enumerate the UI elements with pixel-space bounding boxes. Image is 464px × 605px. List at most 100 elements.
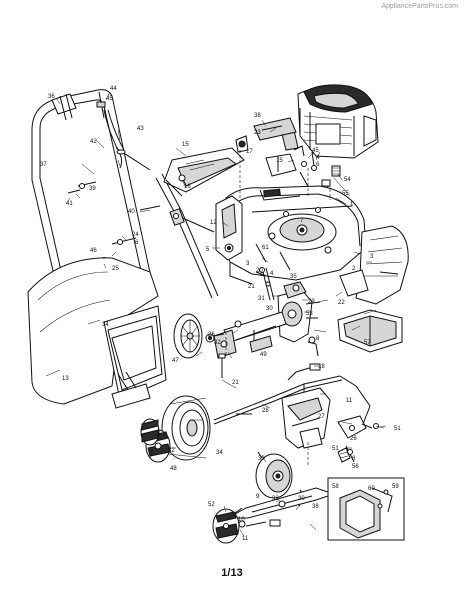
callout-61: 61 bbox=[262, 245, 269, 251]
callout-59: 60 bbox=[368, 486, 375, 492]
handle-control-cable bbox=[103, 109, 151, 171]
lower-wheel bbox=[212, 508, 240, 544]
callout-25: 25 bbox=[112, 266, 119, 272]
callout-16: 15 bbox=[182, 142, 189, 148]
callout-16-b: 15 bbox=[276, 158, 283, 164]
callout-15: 13 bbox=[62, 376, 69, 382]
callout-24: 24 bbox=[132, 232, 139, 238]
callout-34: 34 bbox=[216, 450, 223, 456]
side-discharge-chute bbox=[339, 225, 409, 305]
leader-lines bbox=[45, 91, 385, 537]
callout-26-b: 26 bbox=[350, 436, 357, 442]
blade-drive-pulley bbox=[255, 451, 293, 499]
callout-50-b: 51 bbox=[332, 446, 339, 452]
callout-10: 10 bbox=[238, 517, 245, 523]
callout-32-b: 32 bbox=[214, 340, 221, 346]
callout-4: 4 bbox=[316, 155, 320, 161]
callout-5: 5 bbox=[206, 247, 210, 253]
small-wheel-left bbox=[140, 418, 160, 446]
throttle-bracket bbox=[265, 145, 311, 191]
callout-3-b: 3 bbox=[370, 254, 374, 260]
wheel-spacers bbox=[205, 320, 242, 343]
transmission bbox=[277, 281, 321, 357]
callout-20: 20 bbox=[256, 268, 263, 274]
drive-shift-lever bbox=[255, 267, 275, 301]
callout-32-c: 32 bbox=[272, 496, 279, 502]
cutting-blade bbox=[226, 487, 336, 519]
callout-49: 49 bbox=[260, 352, 267, 358]
callout-21: 21 bbox=[232, 380, 239, 386]
callout-47: 47 bbox=[172, 358, 179, 364]
callout-35: 35 bbox=[290, 274, 297, 280]
callout-54: 55 bbox=[342, 191, 349, 197]
callout-58: 59 bbox=[392, 484, 399, 490]
callout-45: 45 bbox=[106, 96, 113, 102]
callout-8-b: 8 bbox=[352, 456, 356, 462]
rear-axle-bracket bbox=[213, 311, 287, 378]
deck-side-bracket bbox=[337, 415, 387, 463]
callout-38-b: 38 bbox=[312, 504, 319, 510]
callout-23: 23 bbox=[254, 130, 261, 136]
callout-22: 22 bbox=[338, 300, 345, 306]
callout-44: 44 bbox=[110, 86, 117, 92]
rear-wheel-upper bbox=[173, 313, 203, 359]
upper-handle bbox=[31, 89, 153, 285]
callout-21-b: 21 bbox=[248, 284, 255, 290]
callout-39: 39 bbox=[89, 186, 96, 192]
callout-55: 56 bbox=[352, 464, 359, 470]
callout-51: 52 bbox=[208, 502, 215, 508]
mower-deck bbox=[219, 185, 367, 285]
callout-28: 28 bbox=[262, 408, 269, 414]
callout-50: 51 bbox=[394, 426, 401, 432]
page-indicator: 1/13 bbox=[221, 567, 243, 579]
callout-36: 36 bbox=[48, 94, 55, 100]
callout-45-b: 45 bbox=[312, 148, 319, 154]
callout-7: 7 bbox=[300, 218, 304, 224]
callout-8: 8 bbox=[316, 336, 320, 342]
callout-37: 37 bbox=[40, 162, 47, 168]
callout-34-b: 34 bbox=[102, 322, 109, 328]
baffle-bracket bbox=[281, 387, 331, 449]
deck-rear-plate bbox=[215, 195, 243, 261]
front-wheel-large bbox=[161, 395, 211, 461]
discharge-chute-cover bbox=[163, 147, 245, 197]
callout-9: 9 bbox=[256, 494, 260, 500]
callout-33: 33 bbox=[258, 456, 265, 462]
callout-2: 2 bbox=[352, 266, 356, 272]
callout-29: 29 bbox=[308, 299, 315, 305]
callout-labels: 36 44 45 42 43 37 39 41 40 24 6 46 25 15… bbox=[40, 86, 401, 542]
callout-32: 32 bbox=[168, 448, 175, 454]
callout-27: 27 bbox=[318, 414, 325, 420]
callout-31: 31 bbox=[258, 296, 265, 302]
callout-41: 41 bbox=[66, 201, 73, 207]
callout-17: 16 bbox=[184, 184, 191, 190]
callout-40: 40 bbox=[128, 209, 135, 215]
callout-19: 18 bbox=[318, 364, 325, 370]
callout-26: 26 bbox=[208, 332, 215, 338]
callout-18: 17 bbox=[246, 149, 253, 155]
callout-6: 6 bbox=[135, 240, 139, 246]
mulch-plug bbox=[337, 309, 403, 353]
grass-bag bbox=[27, 257, 167, 409]
callout-4-b: 4 bbox=[270, 271, 274, 277]
callout-3: 3 bbox=[246, 261, 250, 267]
engine bbox=[281, 84, 379, 159]
callout-42: 42 bbox=[90, 139, 97, 145]
inset-parts-box bbox=[327, 477, 405, 541]
callout-12: 12 bbox=[210, 220, 217, 226]
callout-6-b: 6 bbox=[316, 162, 320, 168]
callout-1: 1 bbox=[350, 202, 354, 208]
blade-adapter bbox=[238, 519, 281, 528]
callout-57: 58 bbox=[332, 484, 339, 490]
callout-48: 48 bbox=[170, 466, 177, 472]
callout-11: 11 bbox=[242, 536, 249, 542]
callout-13: 11 bbox=[346, 398, 353, 404]
callout-46: 46 bbox=[90, 248, 97, 254]
callout-30: 30 bbox=[266, 306, 273, 312]
callout-52: 53 bbox=[306, 311, 313, 317]
lower-handle bbox=[155, 173, 219, 299]
watermark: AppliancePartsPros.com bbox=[381, 3, 458, 10]
callout-38: 38 bbox=[254, 113, 261, 119]
